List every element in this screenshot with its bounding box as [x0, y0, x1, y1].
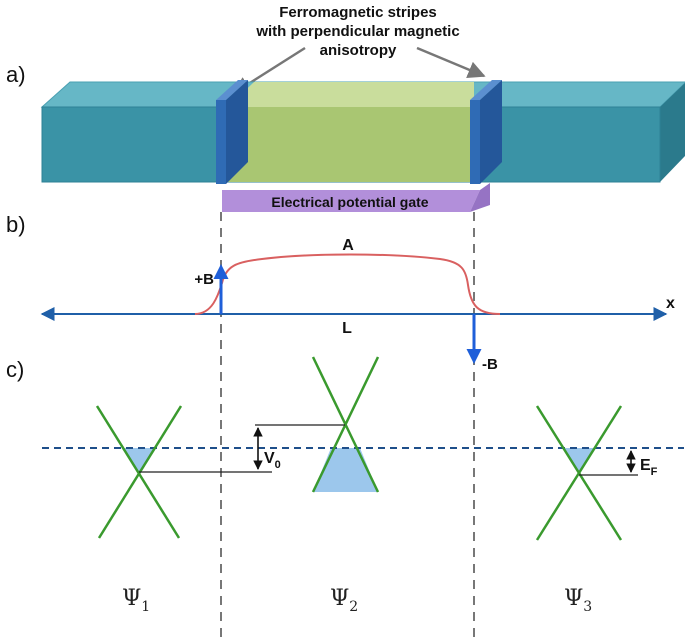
v0-symbol: V: [264, 450, 275, 467]
psi1-symbol: Ψ: [122, 586, 141, 611]
v0-label: V0: [264, 450, 281, 471]
ef-subscript: F: [651, 466, 658, 478]
dirac-cone-3-right: [535, 405, 623, 541]
ef-symbol: E: [640, 457, 651, 474]
annotation-arrow-right: [416, 46, 486, 79]
panel-label-c: c): [6, 357, 24, 382]
stripe-left-top: [216, 80, 248, 100]
stripes-annotation-line2: with perpendicular magnetic: [255, 23, 459, 40]
central-region-top: [228, 82, 474, 107]
gate-side: [470, 183, 490, 212]
stripes-annotation-line3: anisotropy: [320, 42, 397, 59]
psi1-subscript: 1: [141, 599, 150, 615]
field-plus-label: +B: [194, 271, 214, 288]
psi2-label: Ψ2: [330, 586, 358, 615]
psi3-symbol: Ψ: [564, 586, 583, 611]
central-region-front: [228, 107, 474, 182]
dirac-cone-1-left: [95, 405, 181, 539]
length-label: L: [342, 320, 352, 337]
x-axis-label: x: [666, 295, 675, 312]
field-minus-label: -B: [482, 356, 498, 373]
filled-states-3: [563, 448, 595, 472]
dirac-cone-2-right: [311, 356, 380, 493]
gate-body: [222, 190, 480, 212]
stripe-left: [216, 100, 226, 184]
psi3-label: Ψ3: [564, 586, 592, 615]
barrier-label: A: [342, 237, 354, 254]
stripe-left-side: [226, 80, 248, 184]
v0-subscript: 0: [275, 459, 281, 471]
stripe-right-side: [480, 80, 502, 184]
stripe-right-top: [470, 80, 502, 100]
gate-label: Electrical potential gate: [271, 194, 428, 210]
psi1-label: Ψ1: [122, 586, 150, 615]
stripe-right: [470, 100, 480, 184]
psi2-subscript: 2: [349, 599, 358, 615]
ef-label: EF: [640, 457, 658, 478]
barrier-curve: [194, 253, 501, 315]
psi2-symbol: Ψ: [330, 586, 349, 611]
waveguide-end-face: [660, 82, 685, 182]
psi3-subscript: 3: [583, 599, 592, 615]
stripes-annotation-line1: Ferromagnetic stripes: [279, 4, 437, 21]
filled-states-1: [123, 448, 155, 472]
panel-label-b: b): [6, 212, 26, 237]
panel-label-a: a): [6, 62, 26, 87]
